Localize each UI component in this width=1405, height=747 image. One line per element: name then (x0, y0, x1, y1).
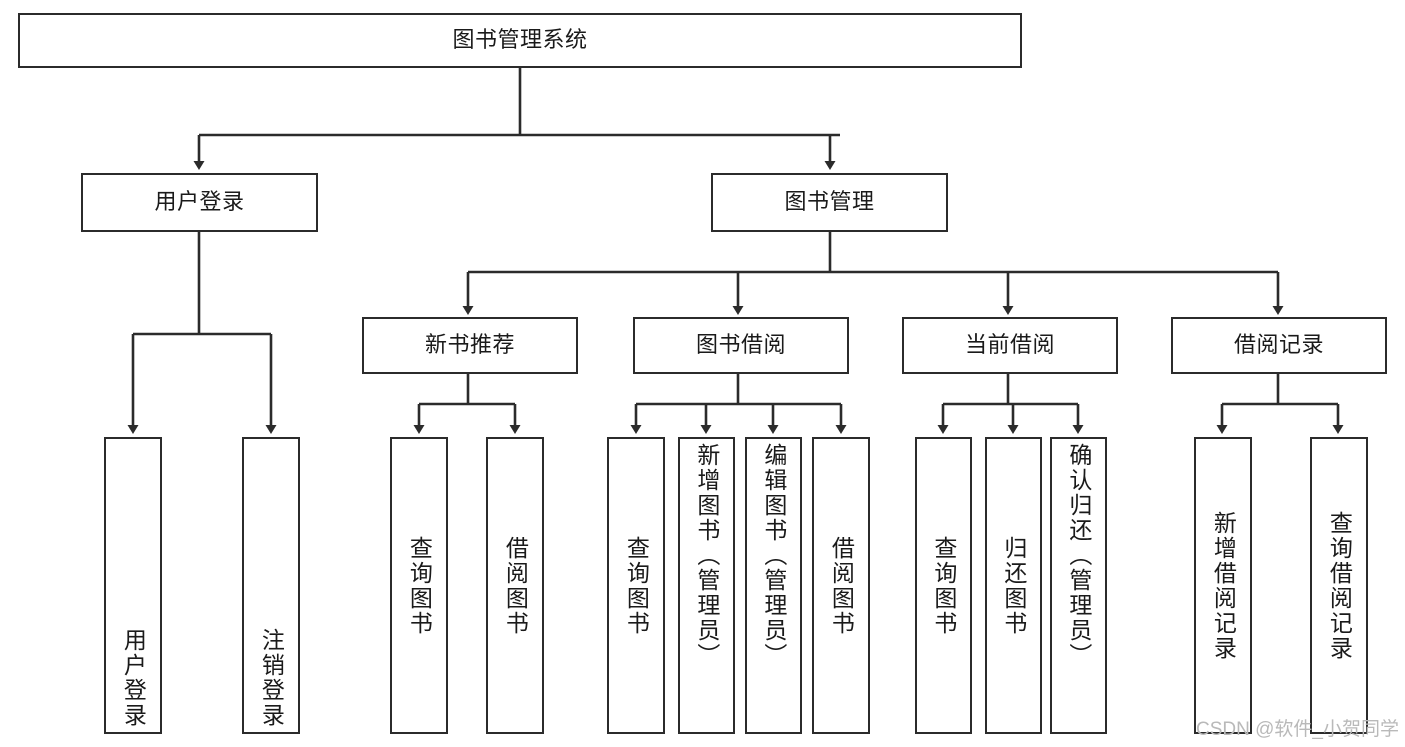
leaf-edit-book-admin[interactable]: 编辑图书（管理员） (745, 437, 802, 734)
node-borrow-record[interactable]: 借阅记录 (1171, 317, 1387, 374)
leaf-return-book[interactable]: 归还图书 (985, 437, 1042, 734)
leaf-add-borrow-record[interactable]: 新增借阅记录 (1194, 437, 1252, 734)
leaf-query-book-recommend[interactable]: 查询图书 (390, 437, 448, 734)
leaf-confirm-return-admin[interactable]: 确认归还（管理员） (1050, 437, 1107, 734)
leaf-query-book-borrow[interactable]: 查询图书 (607, 437, 665, 734)
leaf-logout-login[interactable]: 注销登录 (242, 437, 300, 734)
leaf-add-book-admin[interactable]: 新增图书（管理员） (678, 437, 735, 734)
leaf-borrow-book-recommend[interactable]: 借阅图书 (486, 437, 544, 734)
node-user-login[interactable]: 用户登录 (81, 173, 318, 232)
leaf-query-book-current[interactable]: 查询图书 (915, 437, 972, 734)
node-new-book-recommend[interactable]: 新书推荐 (362, 317, 578, 374)
node-book-manage[interactable]: 图书管理 (711, 173, 948, 232)
leaf-user-login[interactable]: 用户登录 (104, 437, 162, 734)
node-root-system[interactable]: 图书管理系统 (18, 13, 1022, 68)
node-current-borrow[interactable]: 当前借阅 (902, 317, 1118, 374)
node-book-borrow[interactable]: 图书借阅 (633, 317, 849, 374)
leaf-borrow-book-borrow[interactable]: 借阅图书 (812, 437, 870, 734)
leaf-query-borrow-record[interactable]: 查询借阅记录 (1310, 437, 1368, 734)
